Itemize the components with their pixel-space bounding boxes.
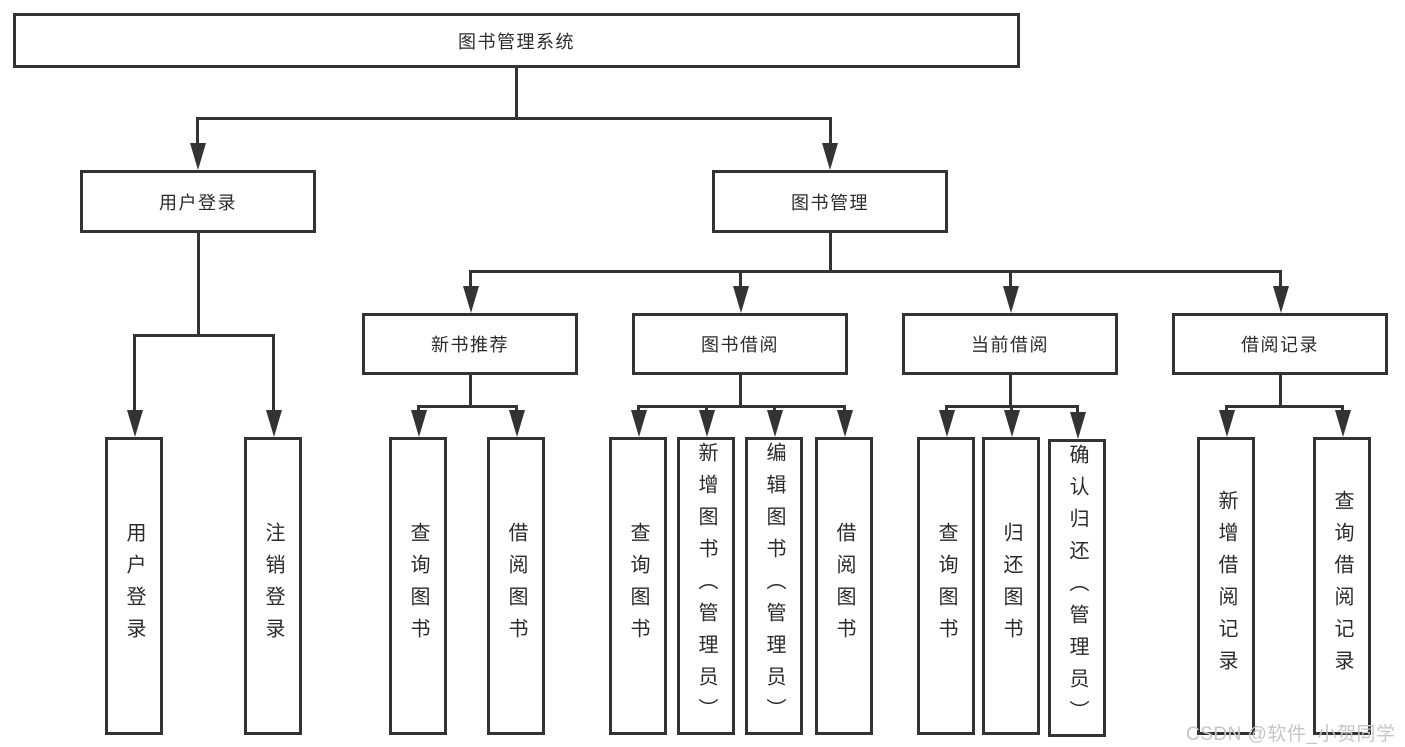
node-current-borrow-label: 当前借阅 xyxy=(971,335,1049,355)
connector xyxy=(637,405,640,414)
leaf-query-borrow-record-label: 查询借阅记录 xyxy=(1331,490,1353,682)
arrow-down-icon xyxy=(1002,286,1019,313)
leaf-query-borrow-record: 查询借阅记录 xyxy=(1313,437,1371,735)
node-user-login-label: 用户登录 xyxy=(159,192,237,213)
leaf-logout-label: 注销登录 xyxy=(262,522,284,650)
connector xyxy=(196,117,199,145)
node-new-book-recommend: 新书推荐 xyxy=(362,313,578,375)
connector xyxy=(515,68,518,118)
leaf-query-books-1-label: 查询图书 xyxy=(407,522,429,650)
connector xyxy=(843,405,846,414)
leaf-query-books-3: 查询图书 xyxy=(917,437,975,735)
node-book-borrow-label: 图书借阅 xyxy=(701,335,779,355)
leaf-return-book: 归还图书 xyxy=(982,437,1040,735)
connector xyxy=(515,405,518,414)
node-book-management: 图书管理 xyxy=(712,170,948,233)
leaf-confirm-return-admin-label: 确认归还（管理员） xyxy=(1066,444,1088,732)
node-borrow-records-label: 借阅记录 xyxy=(1241,335,1319,355)
node-root: 图书管理系统 xyxy=(13,13,1020,68)
connector xyxy=(1076,405,1079,416)
connector xyxy=(828,117,832,145)
arrow-down-icon xyxy=(1334,410,1351,437)
leaf-add-book-admin-label: 新增图书（管理员） xyxy=(695,442,717,730)
connector xyxy=(417,405,518,408)
arrow-down-icon xyxy=(126,410,143,437)
leaf-add-book-admin: 新增图书（管理员） xyxy=(677,437,735,735)
arrow-down-icon xyxy=(630,410,647,437)
leaf-query-books-2-label: 查询图书 xyxy=(627,522,649,650)
connector xyxy=(1341,405,1344,414)
arrow-down-icon xyxy=(265,410,282,437)
node-borrow-records: 借阅记录 xyxy=(1172,313,1388,375)
leaf-query-books-2: 查询图书 xyxy=(609,437,667,735)
connector xyxy=(417,405,420,414)
leaf-borrow-books-2-label: 借阅图书 xyxy=(833,522,855,650)
connector xyxy=(196,117,832,120)
connector xyxy=(739,375,742,406)
node-current-borrow: 当前借阅 xyxy=(902,313,1118,375)
node-book-borrow: 图书借阅 xyxy=(632,313,848,375)
arrow-down-icon xyxy=(822,143,838,170)
leaf-confirm-return-admin: 确认归还（管理员） xyxy=(1048,439,1106,737)
arrow-down-icon xyxy=(836,410,853,437)
connector xyxy=(1279,375,1282,406)
leaf-edit-book-admin: 编辑图书（管理员） xyxy=(745,437,803,735)
arrow-down-icon xyxy=(1069,412,1086,439)
arrow-down-icon xyxy=(1218,410,1235,437)
node-new-book-recommend-label: 新书推荐 xyxy=(431,335,509,355)
arrow-down-icon xyxy=(410,410,427,437)
watermark: CSDN @软件_小贺同学 xyxy=(1186,724,1396,745)
arrow-down-icon xyxy=(732,286,749,313)
leaf-query-books-3-label: 查询图书 xyxy=(935,522,957,650)
leaf-borrow-books-1-label: 借阅图书 xyxy=(505,522,527,650)
connector xyxy=(133,334,136,412)
leaf-return-book-label: 归还图书 xyxy=(1000,522,1022,650)
connector xyxy=(705,405,708,414)
connector xyxy=(196,233,200,336)
node-root-label: 图书管理系统 xyxy=(458,31,575,52)
leaf-add-borrow-record: 新增借阅记录 xyxy=(1197,437,1255,735)
node-book-management-label: 图书管理 xyxy=(791,192,869,213)
leaf-user-login-label: 用户登录 xyxy=(123,522,145,650)
connector xyxy=(469,270,472,288)
arrow-down-icon xyxy=(1003,410,1020,437)
node-user-login: 用户登录 xyxy=(80,170,316,233)
connector xyxy=(1009,375,1012,406)
connector xyxy=(637,405,846,408)
connector xyxy=(739,270,742,288)
connector xyxy=(1279,270,1282,288)
connector xyxy=(469,270,1282,273)
arrow-down-icon xyxy=(462,286,479,313)
connector xyxy=(133,334,275,337)
leaf-logout: 注销登录 xyxy=(244,437,302,735)
connector xyxy=(1010,405,1013,414)
arrow-down-icon xyxy=(189,143,206,170)
connector xyxy=(469,375,472,406)
connector xyxy=(1225,405,1344,408)
connector xyxy=(945,405,948,414)
arrow-down-icon xyxy=(1272,286,1289,313)
leaf-edit-book-admin-label: 编辑图书（管理员） xyxy=(763,442,785,730)
connector xyxy=(1225,405,1228,414)
connector xyxy=(828,233,832,272)
connector xyxy=(1009,270,1012,288)
arrow-down-icon xyxy=(508,410,525,437)
leaf-add-borrow-record-label: 新增借阅记录 xyxy=(1215,490,1237,682)
leaf-query-books-1: 查询图书 xyxy=(389,437,447,735)
leaf-borrow-books-2: 借阅图书 xyxy=(815,437,873,735)
leaf-user-login: 用户登录 xyxy=(105,437,163,735)
arrow-down-icon xyxy=(938,410,955,437)
connector xyxy=(272,334,275,412)
arrow-down-icon xyxy=(766,410,783,437)
connector xyxy=(773,405,776,414)
arrow-down-icon xyxy=(698,410,715,437)
leaf-borrow-books-1: 借阅图书 xyxy=(487,437,545,735)
